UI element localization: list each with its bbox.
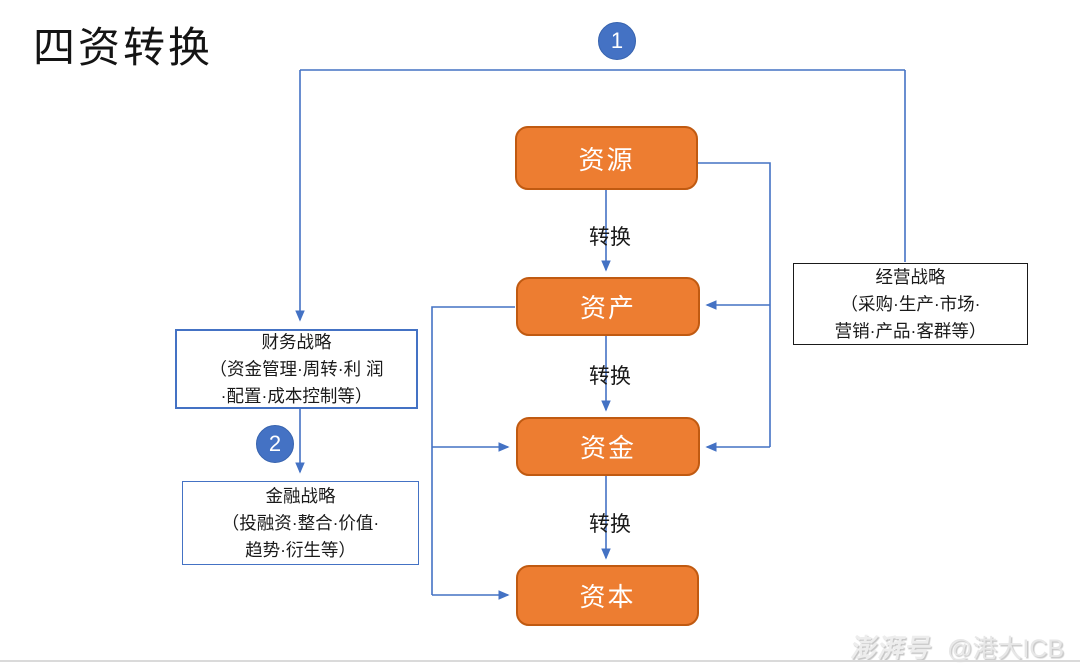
finance-strategy-detail-line1: （投融资·整合·价值· xyxy=(221,512,380,533)
financial-strategy-title: 财务战略 xyxy=(261,331,332,352)
watermark-account-handle: @港大ICB xyxy=(946,635,1064,663)
bottom-divider xyxy=(0,660,1080,662)
business-strategy-title: 经营战略 xyxy=(875,266,946,287)
node-funds: 资金 xyxy=(516,417,700,476)
step-badge-1-number: 1 xyxy=(610,28,624,53)
node-capital: 资本 xyxy=(516,565,699,626)
transform-label-2: 转换 xyxy=(589,365,631,388)
finance-strategy-box: 金融战略 （投融资·整合·价值· 趋势·衍生等） xyxy=(182,481,419,565)
node-funds-label: 资金 xyxy=(579,433,636,463)
node-assets-label: 资产 xyxy=(579,293,636,323)
node-assets: 资产 xyxy=(516,277,700,336)
finance-strategy-title: 金融战略 xyxy=(265,485,336,506)
transform-label-1: 转换 xyxy=(589,226,631,249)
node-resources: 资源 xyxy=(515,126,698,190)
business-strategy-detail-line2: 营销·产品·客群等） xyxy=(834,320,987,341)
step-badge-1: 1 xyxy=(598,22,636,60)
step-badge-2-number: 2 xyxy=(268,431,282,456)
step-badge-2: 2 xyxy=(256,425,294,463)
finance-strategy-detail-line2: 趋势·衍生等） xyxy=(245,539,356,560)
watermark: 澎湃号 @港大ICB xyxy=(849,628,1064,665)
financial-strategy-box: 财务战略 （资金管理·周转·利 润 ·配置·成本控制等） xyxy=(175,329,418,409)
right-trunk-line xyxy=(697,162,771,447)
node-resources-label: 资源 xyxy=(578,144,635,175)
node-capital-label: 资本 xyxy=(579,582,636,612)
business-strategy-box: 经营战略 （采购·生产·市场· 营销·产品·客群等） xyxy=(793,263,1028,345)
transform-label-3: 转换 xyxy=(589,513,631,536)
financial-strategy-detail-line2: ·配置·成本控制等） xyxy=(220,385,373,406)
page-title: 四资转换 xyxy=(33,24,214,71)
financial-strategy-detail-line1: （资金管理·周转·利 润 xyxy=(209,358,384,379)
left-trunk-line xyxy=(431,306,515,595)
business-strategy-detail-line1: （采购·生产·市场· xyxy=(840,293,981,314)
